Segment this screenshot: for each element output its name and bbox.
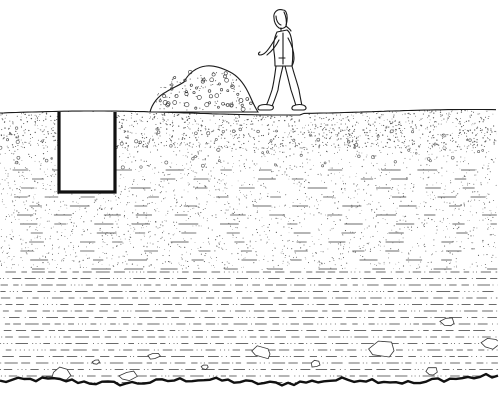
embedded-rocks [42,318,499,385]
stratified-clay-layer [0,271,499,389]
pit-void [59,112,115,192]
walking-person [258,10,306,110]
spoil-heap [150,66,258,112]
